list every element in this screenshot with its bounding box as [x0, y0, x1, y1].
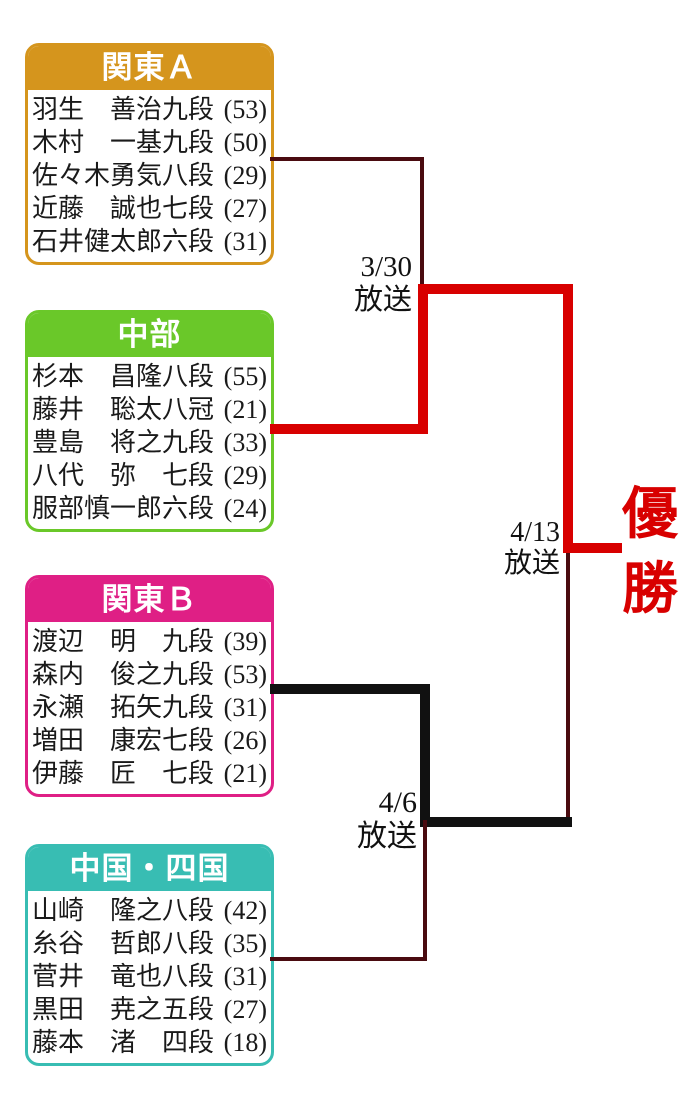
player-row: 藤本 渚 四段 (18): [32, 1030, 267, 1056]
player-row: 杉本 昌隆八段 (55): [32, 364, 267, 390]
broadcast-date-semifinal-top: 3/30 放送: [353, 251, 412, 316]
player-age: (55): [223, 362, 267, 391]
player-row: 近藤 誠也七段 (27): [32, 196, 267, 222]
group-title: 中部: [117, 317, 182, 352]
bracket-line-semifinal2-h: [420, 817, 572, 827]
player-name: 菅井 竜也八段: [32, 962, 215, 991]
player-row: 山崎 隆之八段 (42): [32, 898, 267, 924]
player-name: 杉本 昌隆八段: [32, 362, 215, 391]
player-row: 永瀬 拓矢九段 (31): [32, 695, 267, 721]
player-name: 糸谷 哲郎八段: [32, 929, 215, 958]
player-age: (21): [223, 395, 267, 424]
player-name: 八代 弥 七段: [32, 461, 215, 490]
player-age: (24): [223, 494, 267, 523]
player-row: 森内 俊之九段 (53): [32, 662, 267, 688]
player-name: 伊藤 匠 七段: [32, 759, 215, 788]
player-row: 黒田 尭之五段 (27): [32, 997, 267, 1023]
player-name: 藤井 聡太八冠: [32, 395, 215, 424]
bracket-line-kanto-a-exit-h: [270, 157, 424, 161]
bracket-line-chugoku-exit-h: [270, 957, 427, 961]
player-age: (26): [223, 726, 267, 755]
player-age: (27): [223, 995, 267, 1024]
player-name: 服部慎一郎六段: [32, 494, 215, 523]
player-name: 永瀬 拓矢九段: [32, 693, 215, 722]
group-title: 関東Ｂ: [101, 582, 198, 617]
player-age: (50): [223, 128, 267, 157]
bracket-line-semifinal1-v: [418, 284, 428, 434]
bracket-line-semifinal2-to-final-v: [566, 553, 570, 822]
player-row: 藤井 聡太八冠 (21): [32, 397, 267, 423]
player-name: 藤本 渚 四段: [32, 1028, 215, 1057]
bracket-line-kanto-b-exit-h: [270, 684, 430, 694]
player-age: (35): [223, 929, 267, 958]
group-header: 中部: [28, 313, 271, 357]
player-row: 渡辺 明 九段 (39): [32, 629, 267, 655]
player-name: 木村 一基九段: [32, 128, 215, 157]
player-age: (29): [223, 161, 267, 190]
player-row: 石井健太郎六段 (31): [32, 229, 267, 255]
player-name: 豊島 将之九段: [32, 428, 215, 457]
player-row: 佐々木勇気八段 (29): [32, 163, 267, 189]
bracket-line-chugoku-exit-v: [423, 820, 427, 961]
player-row: 糸谷 哲郎八段 (35): [32, 931, 267, 957]
group-header: 関東Ｂ: [28, 578, 271, 622]
group-players: 渡辺 明 九段 (39) 森内 俊之九段 (53) 永瀬 拓矢九段 (31) 増…: [28, 622, 271, 794]
champion-label: 優勝: [622, 484, 678, 621]
player-age: (21): [223, 759, 267, 788]
player-name: 山崎 隆之八段: [32, 896, 215, 925]
group-box-kanto-a: 関東Ａ 羽生 善治九段 (53) 木村 一基九段 (50) 佐々木勇気八段 (2…: [25, 43, 274, 265]
player-name: 増田 康宏七段: [32, 726, 215, 755]
player-name: 近藤 誠也七段: [32, 194, 215, 223]
player-age: (33): [223, 428, 267, 457]
bracket-line-final-v: [563, 284, 573, 553]
player-row: 菅井 竜也八段 (31): [32, 964, 267, 990]
player-row: 羽生 善治九段 (53): [32, 97, 267, 123]
player-age: (31): [223, 693, 267, 722]
player-age: (39): [223, 627, 267, 656]
player-name: 羽生 善治九段: [32, 95, 215, 124]
player-age: (31): [223, 962, 267, 991]
player-row: 木村 一基九段 (50): [32, 130, 267, 156]
group-title: 中国・四国: [69, 851, 230, 886]
player-name: 佐々木勇気八段: [32, 161, 215, 190]
player-row: 八代 弥 七段 (29): [32, 463, 267, 489]
broadcast-date-semifinal-bottom: 4/6 放送: [357, 786, 417, 853]
group-players: 羽生 善治九段 (53) 木村 一基九段 (50) 佐々木勇気八段 (29) 近…: [28, 90, 271, 262]
group-box-kanto-b: 関東Ｂ 渡辺 明 九段 (39) 森内 俊之九段 (53) 永瀬 拓矢九段 (3…: [25, 575, 274, 797]
player-name: 石井健太郎六段: [32, 227, 215, 256]
bracket-line-chubu-exit-h: [270, 424, 428, 434]
broadcast-date-final: 4/13 放送: [503, 517, 560, 579]
bracket-line-semifinal1-to-final-h: [418, 284, 573, 294]
group-title: 関東Ａ: [101, 50, 198, 85]
player-row: 伊藤 匠 七段 (21): [32, 761, 267, 787]
bracket-line-final-winner-h: [563, 543, 622, 553]
player-age: (27): [223, 194, 267, 223]
player-name: 森内 俊之九段: [32, 660, 215, 689]
group-box-chugoku-shikoku: 中国・四国 山崎 隆之八段 (42) 糸谷 哲郎八段 (35) 菅井 竜也八段 …: [25, 844, 274, 1066]
player-row: 服部慎一郎六段 (24): [32, 496, 267, 522]
player-age: (42): [223, 896, 267, 925]
player-age: (18): [223, 1028, 267, 1057]
group-header: 関東Ａ: [28, 46, 271, 90]
player-name: 渡辺 明 九段: [32, 627, 215, 656]
group-players: 杉本 昌隆八段 (55) 藤井 聡太八冠 (21) 豊島 将之九段 (33) 八…: [28, 357, 271, 529]
group-box-chubu: 中部 杉本 昌隆八段 (55) 藤井 聡太八冠 (21) 豊島 将之九段 (33…: [25, 310, 274, 532]
player-row: 増田 康宏七段 (26): [32, 728, 267, 754]
player-age: (31): [223, 227, 267, 256]
player-age: (53): [223, 660, 267, 689]
bracket-line-kanto-a-exit-v: [420, 157, 424, 287]
bracket-line-semifinal2-v: [420, 684, 430, 827]
player-age: (29): [223, 461, 267, 490]
player-age: (53): [223, 95, 267, 124]
player-row: 豊島 将之九段 (33): [32, 430, 267, 456]
group-header: 中国・四国: [28, 847, 271, 891]
player-name: 黒田 尭之五段: [32, 995, 215, 1024]
group-players: 山崎 隆之八段 (42) 糸谷 哲郎八段 (35) 菅井 竜也八段 (31) 黒…: [28, 891, 271, 1063]
